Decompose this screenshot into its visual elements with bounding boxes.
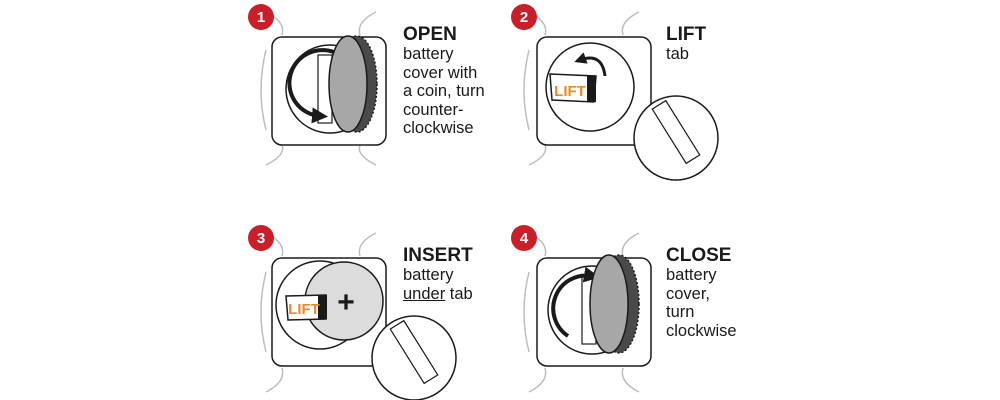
coin-icon bbox=[589, 254, 629, 354]
open-cover-icon bbox=[371, 315, 457, 400]
instruction-line: tab bbox=[666, 45, 689, 63]
instruction-line: battery bbox=[403, 45, 454, 63]
instruction-line: battery bbox=[666, 266, 717, 284]
open-cover-icon bbox=[633, 95, 719, 181]
battery-icon: + bbox=[304, 261, 384, 341]
counterclockwise-arrow-icon bbox=[287, 48, 339, 124]
step-1-title: OPEN bbox=[403, 24, 457, 45]
instruction-line: under tab bbox=[403, 285, 473, 304]
step-3-title: INSERT bbox=[403, 245, 473, 266]
clockwise-arrow-icon bbox=[551, 266, 600, 338]
instruction-line: cover with bbox=[403, 63, 478, 82]
curved-arrow-icon bbox=[574, 52, 607, 77]
svg-text:LIFT: LIFT bbox=[288, 301, 320, 318]
underlined-word: under bbox=[403, 284, 446, 303]
lift-tab-icon: LIFT bbox=[285, 294, 327, 321]
step-3-instructions: battery under tab bbox=[403, 266, 473, 303]
instruction-text: tab bbox=[445, 284, 473, 303]
svg-text:2: 2 bbox=[520, 9, 528, 26]
coin-icon bbox=[328, 35, 368, 133]
svg-text:LIFT: LIFT bbox=[554, 83, 586, 100]
step-badge-1: 1 bbox=[248, 4, 274, 30]
watch-strap-outline bbox=[265, 11, 377, 166]
svg-text:3: 3 bbox=[257, 230, 265, 247]
watch-strap-outline bbox=[528, 232, 640, 393]
watch-band-outline bbox=[260, 271, 267, 353]
instruction-line: a coin, turn bbox=[403, 82, 485, 100]
step-4-title: CLOSE bbox=[666, 245, 732, 266]
step-badge-3: 3 bbox=[248, 225, 274, 251]
step-2-illustration bbox=[523, 11, 640, 166]
step-1-instructions: battery cover with a coin, turn counter-… bbox=[403, 45, 485, 138]
instruction-line: battery bbox=[403, 266, 454, 284]
svg-text:4: 4 bbox=[520, 230, 529, 247]
watch-band-outline bbox=[523, 49, 530, 131]
instruction-line: counter- bbox=[403, 100, 464, 119]
step-badge-2: 2 bbox=[511, 4, 537, 30]
step-2-instructions: tab bbox=[666, 45, 689, 64]
svg-text:+: + bbox=[337, 286, 355, 319]
step-4-instructions: battery cover, turn clockwise bbox=[666, 266, 737, 340]
instruction-line: turn bbox=[666, 303, 695, 321]
step-2-title: LIFT bbox=[666, 24, 707, 45]
step-3-illustration bbox=[260, 232, 377, 393]
lift-tab-icon: LIFT bbox=[549, 73, 597, 103]
instruction-line: clockwise bbox=[403, 119, 474, 137]
step-badge-4: 4 bbox=[511, 225, 537, 251]
instruction-line: cover, bbox=[666, 284, 711, 303]
svg-text:1: 1 bbox=[257, 9, 265, 26]
instruction-line: clockwise bbox=[666, 321, 737, 340]
